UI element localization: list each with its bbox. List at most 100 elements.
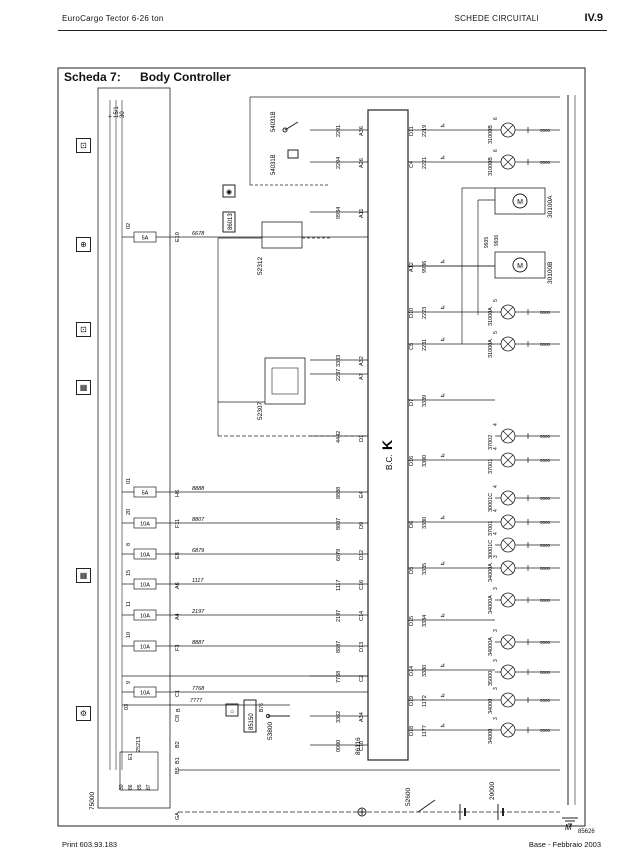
fuse bbox=[133, 609, 157, 621]
fuse bbox=[133, 231, 157, 243]
fuse-wire: 6879 bbox=[192, 548, 204, 554]
bus-label: 0000 bbox=[540, 670, 551, 675]
bc-left-pin: A32 3333 bbox=[310, 355, 368, 367]
bc-pin-wire: 6879 bbox=[336, 549, 342, 561]
fuse-position: 02 bbox=[126, 223, 132, 229]
fuse-wire: 7768 bbox=[192, 686, 205, 692]
lamp-id: 35000 bbox=[488, 671, 494, 686]
indicator-icon: ◉ bbox=[226, 189, 232, 196]
relay-pin: 85 bbox=[137, 784, 143, 790]
fuse-supply-label: + bbox=[108, 114, 114, 118]
fuse bbox=[133, 548, 157, 560]
bc-pin-wire: 3333 bbox=[336, 355, 342, 367]
cab-light-switch-icon: ⊕ bbox=[76, 237, 91, 252]
bc-pin-wire: 2237 bbox=[336, 369, 342, 381]
lamp-id: 31000A bbox=[488, 339, 494, 358]
bc-pin-wire: 1177 bbox=[422, 725, 428, 737]
key-module-label: 85150 bbox=[249, 713, 255, 730]
fuse-position: 15 bbox=[126, 570, 132, 576]
ground-label: M bbox=[565, 823, 572, 832]
header-divider bbox=[58, 30, 607, 31]
fuse bbox=[133, 486, 157, 498]
relay-mid-label: 52312 bbox=[257, 257, 264, 275]
lamp-pin: 3 bbox=[493, 555, 499, 558]
bc-pin-wire: 3334 bbox=[422, 615, 428, 627]
fuse-pin: E8 bbox=[175, 552, 181, 559]
svg-text:⌂: ⌂ bbox=[230, 709, 234, 715]
led-icon: ⊿ bbox=[440, 155, 445, 161]
bc-pin-id: A34 bbox=[359, 712, 365, 722]
bc-pin-wire: 2201 bbox=[336, 125, 342, 137]
fuse-pin: E10 bbox=[175, 232, 181, 242]
motor-30100B bbox=[494, 251, 546, 279]
wire-9936: 9936 bbox=[494, 235, 500, 246]
bus-label: 0000 bbox=[540, 728, 551, 733]
fuse-rating: 5A bbox=[142, 491, 149, 497]
bc-pin-id: D15 bbox=[409, 616, 415, 626]
lamp-id: 34000 bbox=[488, 699, 494, 714]
bc-pin-wire: 8807 bbox=[336, 518, 342, 530]
cab-lamp-icon: ⊡ bbox=[76, 138, 91, 153]
fuse-wire: 6678 bbox=[192, 231, 205, 237]
fuse-position: 9 bbox=[126, 681, 132, 684]
relay-label: E1 bbox=[128, 753, 134, 760]
bus-label: 0000 bbox=[540, 543, 551, 548]
bc-pin-id: D18 bbox=[409, 726, 415, 736]
bc-pin-id: C10 bbox=[359, 741, 365, 751]
bc-pin-wire: 9934 bbox=[336, 207, 342, 219]
relay-52307 bbox=[264, 357, 306, 405]
bc-pin-wire: 3339 bbox=[422, 395, 428, 407]
bc-pin-id: D12 bbox=[359, 550, 365, 560]
bc-pin-id: D19 bbox=[409, 696, 415, 706]
lamp-id: 34000 bbox=[488, 729, 494, 744]
bus-label: 0000 bbox=[540, 458, 551, 463]
lamp-id: 31000A bbox=[488, 307, 494, 326]
bc-pin-wire: 3380 bbox=[422, 517, 428, 529]
bc-pin-wire: 4442 bbox=[336, 431, 342, 443]
bc-id: 86116 bbox=[355, 737, 362, 755]
lamp-pin: 5 bbox=[493, 331, 499, 334]
motor-30100A bbox=[494, 187, 546, 215]
bc-symbol: K bbox=[379, 440, 395, 450]
wire-9935: 9935 bbox=[484, 237, 490, 248]
fuse-rating: 10A bbox=[140, 691, 150, 697]
fuse-position: 8 bbox=[126, 543, 132, 546]
led-icon: ⊿ bbox=[440, 393, 445, 399]
fuse-pin: A6 bbox=[175, 582, 181, 589]
fuse bbox=[133, 640, 157, 652]
edition-date: Base - Febbraio 2003 bbox=[528, 840, 601, 849]
bc-pin-wire: 9936 bbox=[422, 261, 428, 273]
fuse-box-pin: B1 bbox=[175, 757, 181, 764]
body-controller-box bbox=[367, 109, 409, 761]
bus-label: 0000 bbox=[540, 128, 551, 133]
bc-left-pin: C14 2197 bbox=[336, 610, 365, 622]
fuse-wire: 1117 bbox=[192, 578, 204, 584]
bc-pin-wire: 2197 bbox=[336, 610, 342, 622]
bc-pin-id: C16 bbox=[359, 580, 365, 590]
bc-pin-id: C14 bbox=[359, 611, 365, 621]
cab-fusebox-icon: ▦ bbox=[76, 568, 91, 583]
bc-pin-id: A32 bbox=[359, 356, 365, 366]
fuse-pin: B bbox=[176, 708, 182, 712]
lamp-pin: 4 bbox=[493, 485, 499, 488]
bc-pin-wire: 8887 bbox=[336, 641, 342, 653]
led-icon: ⊿ bbox=[440, 259, 445, 265]
bus-label: 0000 bbox=[540, 434, 551, 439]
